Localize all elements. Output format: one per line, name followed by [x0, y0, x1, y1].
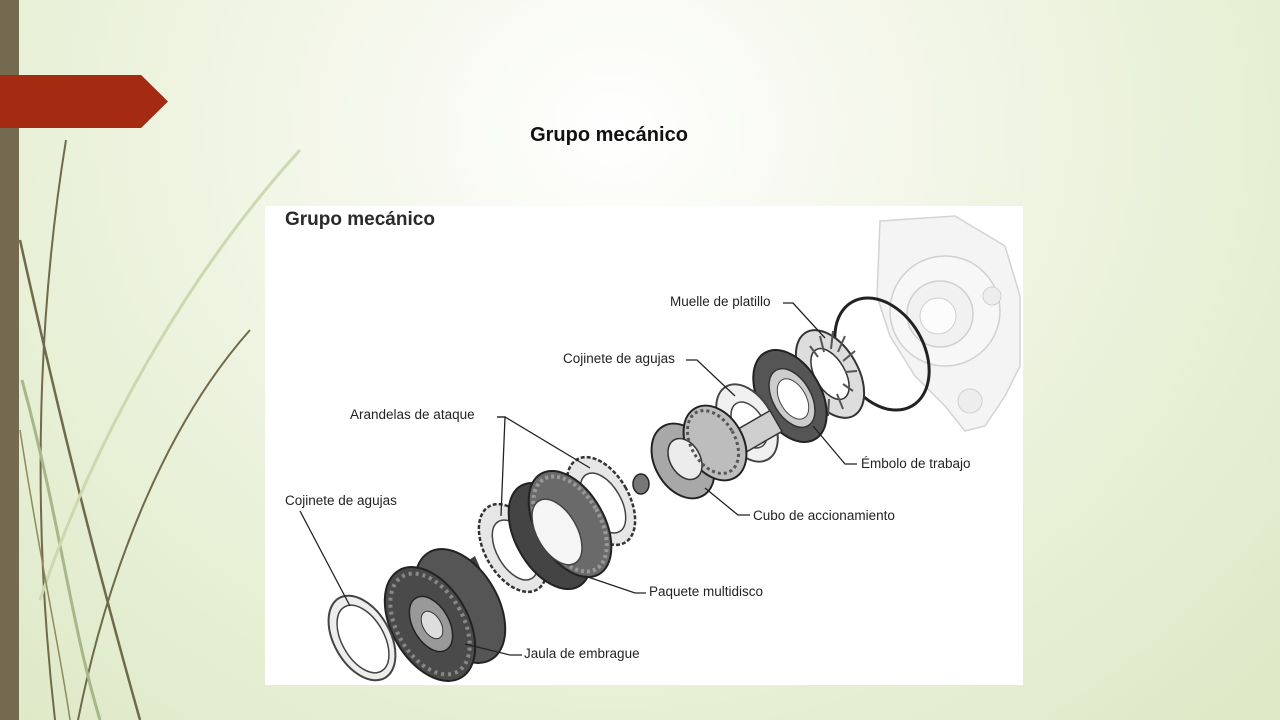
- leader-lines: [299, 302, 857, 656]
- accent-tab: [0, 75, 168, 128]
- piston: [752, 349, 828, 443]
- diagram-panel: Grupo mecánico Muelle de platillo Cojine…: [265, 206, 1023, 685]
- label-cojinete-agujas-1: Cojinete de agujas: [563, 351, 675, 366]
- decorative-stems: [18, 139, 302, 720]
- clutch-basket: [383, 548, 507, 682]
- label-paquete-multidisco: Paquete multidisco: [649, 584, 764, 599]
- housing: [876, 215, 1021, 432]
- label-cubo-accionamiento: Cubo de accionamiento: [753, 508, 895, 523]
- label-arandelas-ataque: Arandelas de ataque: [350, 407, 475, 422]
- small-nut: [632, 473, 650, 495]
- multidisc-pack: [507, 469, 613, 591]
- slide-title: Grupo mecánico: [530, 124, 688, 146]
- drive-hub: [650, 404, 784, 500]
- figure-title: Grupo mecánico: [285, 209, 435, 230]
- label-jaula-embrague: Jaula de embrague: [524, 646, 640, 661]
- exploded-diagram: [299, 215, 1021, 682]
- label-embolo-trabajo: Émbolo de trabajo: [861, 456, 971, 471]
- needle-bearing-2: [327, 594, 397, 682]
- label-muelle-platillo: Muelle de platillo: [670, 294, 771, 309]
- label-cojinete-agujas-2: Cojinete de agujas: [285, 493, 397, 508]
- side-bar: [0, 0, 19, 720]
